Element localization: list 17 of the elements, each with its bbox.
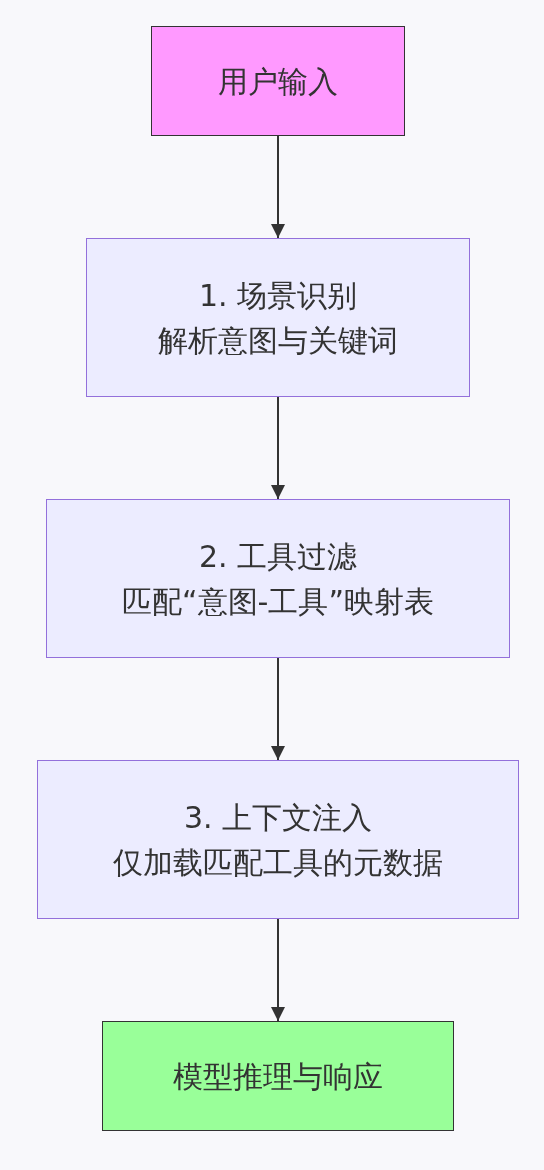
step-description: 匹配“意图-工具”映射表 <box>122 582 434 621</box>
arrow <box>271 396 285 500</box>
arrow <box>271 918 285 1022</box>
process-box <box>86 238 470 397</box>
step-title: 3. 上下文注入 <box>183 798 373 837</box>
input-box <box>151 26 405 136</box>
step-description: 解析意图与关键词 <box>158 321 398 360</box>
node-label: 用户输入 <box>218 62 338 101</box>
process-box <box>37 760 519 919</box>
process-box <box>46 499 510 658</box>
node-label: 模型推理与响应 <box>173 1057 383 1096</box>
step-title: 1. 场景识别 <box>198 276 358 315</box>
step-title: 2. 工具过滤 <box>198 537 358 576</box>
output-box <box>102 1021 454 1131</box>
step-description: 仅加载匹配工具的元数据 <box>113 843 443 882</box>
arrow <box>271 135 285 239</box>
arrow <box>271 657 285 761</box>
